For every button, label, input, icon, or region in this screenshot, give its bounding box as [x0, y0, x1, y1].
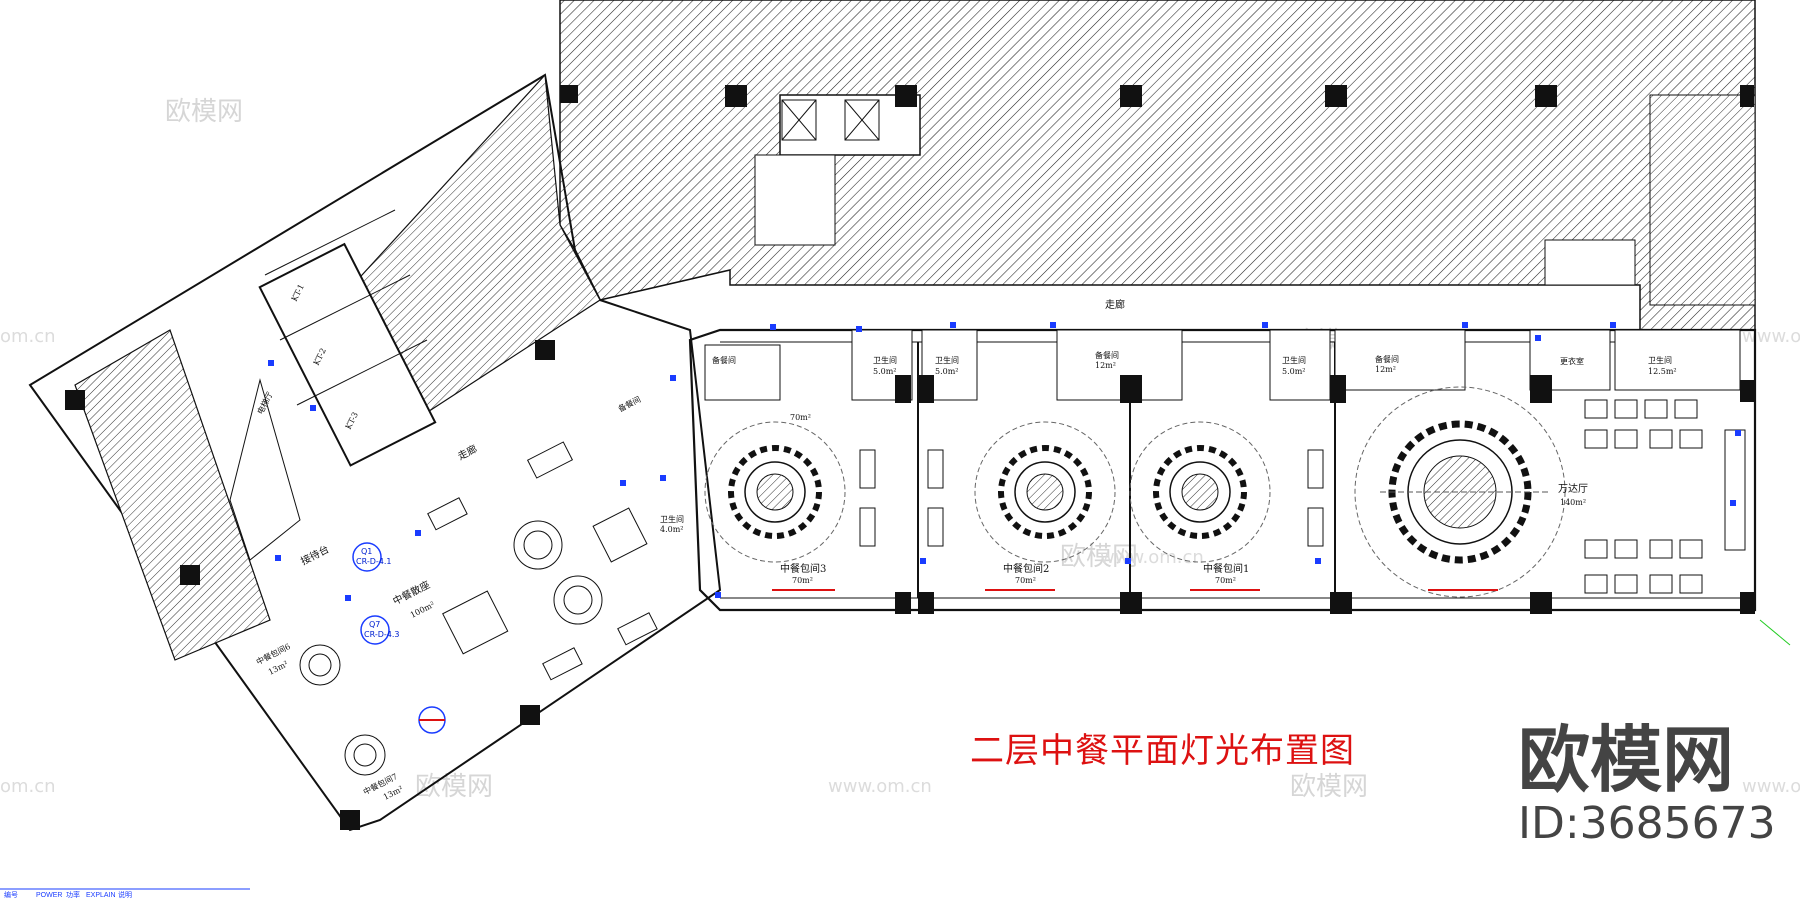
room-label: 备餐间	[712, 355, 736, 365]
room-label: 走廊	[1105, 298, 1125, 311]
brand-id: ID:3685673	[1518, 798, 1776, 849]
room-area: 70m²	[1015, 576, 1036, 585]
legend-col: 说明	[118, 890, 132, 899]
legend: 编号 POWER 功率 EXPLAIN 说明	[0, 888, 250, 899]
room-area: 12m²	[1375, 365, 1396, 374]
drawing-title: 二层中餐平面灯光布置图	[970, 731, 1355, 771]
callout-tags: Q1 CR-D-4.1 Q7 CR-D-4.3	[352, 542, 446, 734]
room-label: 更衣室	[1560, 356, 1584, 366]
diagonal-wing	[28, 73, 722, 832]
room-area: 13m²	[267, 659, 290, 677]
watermark-brand: 欧模网	[415, 772, 493, 802]
legend-col: 功率	[66, 890, 80, 899]
brand-name: 欧模网	[1518, 718, 1734, 802]
room-area: 12.5m²	[1648, 367, 1677, 376]
legend-col: POWER	[36, 892, 62, 899]
hall-tables	[299, 441, 658, 776]
room-label: 备餐间	[1095, 350, 1119, 360]
room-label: 卫生间	[1648, 355, 1672, 365]
room-area: 5.0m²	[873, 367, 897, 376]
room-area: 70m²	[790, 413, 811, 422]
legend-col: 编号	[4, 890, 18, 899]
restaurant-block	[688, 328, 1757, 614]
room-area: 140m²	[1560, 498, 1586, 507]
watermark-brand: 欧模网	[1290, 772, 1368, 802]
room-label: 备餐间	[616, 394, 642, 414]
room-area: 70m²	[792, 576, 813, 585]
room-label: 卫生间	[873, 355, 897, 365]
tag-code: Q1	[361, 547, 372, 556]
legend-col: EXPLAIN	[86, 892, 116, 899]
light-fixtures	[268, 322, 1741, 601]
room-area: 12m²	[1095, 361, 1116, 370]
tag-ref: CR-D-4.3	[364, 630, 399, 639]
tag-code: Q7	[369, 620, 380, 629]
room-area: 4.0m²	[660, 525, 684, 534]
watermark-brand: 欧模网	[1060, 542, 1138, 572]
room-label: 卫生间	[660, 514, 684, 524]
watermark-site: www.om.cn	[828, 776, 932, 797]
watermark-site: www.om.cn	[1742, 776, 1800, 797]
watermark-brand: 欧模网	[165, 97, 243, 127]
watermark-site: www.om.cn	[1742, 326, 1800, 347]
watermark-site: om.cn	[0, 776, 56, 797]
room-label: 中餐包间1	[1203, 562, 1249, 575]
room-area: 100m²	[409, 600, 436, 620]
room-area: 70m²	[1215, 576, 1236, 585]
lounge-furniture	[859, 399, 1746, 594]
room-area: 5.0m²	[935, 367, 959, 376]
watermark-site: www.om.cn	[1100, 547, 1204, 568]
room-label: 卫生间	[1282, 355, 1306, 365]
room-label: 接待台	[298, 542, 331, 567]
room-label: 备餐间	[1375, 354, 1399, 364]
room-label: 万达厅	[1558, 483, 1588, 495]
room-label: 卫生间	[935, 355, 959, 365]
dining-tables	[704, 386, 1566, 598]
tag-ref: CR-D-4.1	[356, 557, 391, 566]
room-area: 5.0m²	[1282, 367, 1306, 376]
room-label: 中餐包间2	[1003, 562, 1049, 575]
service-core	[559, 0, 1756, 331]
room-label: 走廊	[455, 442, 479, 463]
room-label: 中餐包间3	[780, 562, 826, 575]
watermark-site: om.cn	[0, 326, 56, 347]
brand-logo: 欧模网 ID:3685673	[1518, 718, 1776, 849]
